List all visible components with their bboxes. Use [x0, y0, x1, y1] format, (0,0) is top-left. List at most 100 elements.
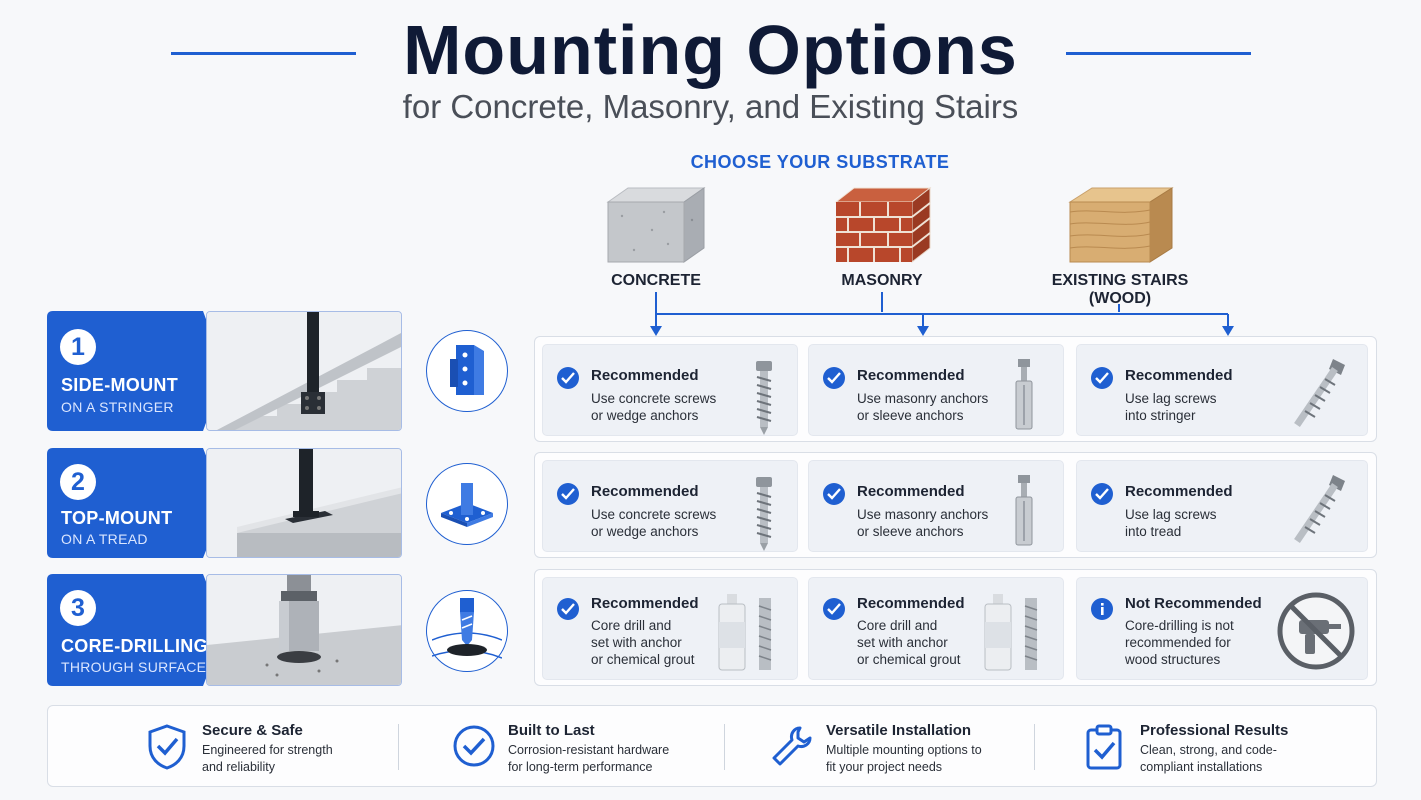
- cell-status: Recommended: [1125, 367, 1233, 384]
- feature-description: Clean, strong, and code-compliant instal…: [1140, 743, 1277, 774]
- grout-tube-icon: [718, 594, 772, 671]
- feature-professional-results: Professional Results Clean, strong, and …: [1084, 706, 1354, 788]
- method-number: 3: [60, 590, 96, 626]
- method-tab-top-mount: 2 TOP-MOUNT ON A TREAD: [47, 448, 225, 558]
- cell-status: Recommended: [591, 483, 699, 500]
- substrate-label-line2: (WOOD): [1088, 290, 1152, 307]
- method-number: 2: [60, 464, 96, 500]
- method-name: SIDE-MOUNT: [61, 375, 178, 395]
- cell-status: Not Recommended: [1125, 595, 1262, 612]
- substrate-label: CONCRETE: [611, 272, 701, 289]
- substrate-wood: EXISTING STAIRS (WOOD): [1030, 186, 1210, 308]
- check-circle-icon: [557, 598, 579, 620]
- feature-divider: [398, 724, 399, 770]
- concrete-screw-icon: [756, 361, 772, 435]
- substrate-label-line1: EXISTING STAIRS: [1051, 272, 1189, 289]
- cell-status: Recommended: [1125, 483, 1233, 500]
- sleeve-anchor-icon: [1015, 359, 1033, 430]
- substrate-heading: CHOOSE YOUR SUBSTRATE: [690, 152, 950, 172]
- header: Mounting Options: [0, 8, 1421, 92]
- check-circle-icon: [557, 483, 579, 505]
- check-circle-icon: [453, 725, 495, 767]
- side-mount-illustration: [206, 311, 402, 431]
- lag-screw-icon: [1294, 475, 1345, 543]
- method-tab-core-drilling: 3 CORE-DRILLING THROUGH SURFACE: [47, 574, 225, 686]
- substrate-masonry: MASONRY: [812, 186, 952, 290]
- core-drill-bit-icon: [426, 590, 508, 672]
- check-circle-icon: [557, 367, 579, 389]
- check-circle-icon: [823, 367, 845, 389]
- info-icon: [1091, 598, 1113, 620]
- wood-block-icon: [1068, 187, 1174, 263]
- page-title: Mounting Options: [403, 11, 1018, 89]
- method-subtitle: THROUGH SURFACE: [61, 659, 207, 675]
- cell-status: Recommended: [591, 367, 699, 384]
- feature-title: Secure & Safe: [202, 722, 303, 739]
- feature-versatile-installation: Versatile Installation Multiple mounting…: [770, 706, 1040, 788]
- top-mount-illustration: [206, 448, 402, 558]
- core-drilling-illustration: [206, 574, 402, 686]
- feature-title: Professional Results: [1140, 722, 1289, 739]
- check-circle-icon: [1091, 367, 1113, 389]
- feature-divider: [1034, 724, 1035, 770]
- side-mount-bracket-icon: [426, 330, 508, 412]
- substrate-label: MASONRY: [841, 272, 923, 289]
- brick-block-icon: [834, 186, 932, 264]
- grout-tube-icon: [984, 594, 1038, 671]
- substrate-concrete: CONCRETE: [586, 186, 726, 290]
- cell-status: Recommended: [857, 483, 965, 500]
- clipboard-check-icon: [1086, 724, 1122, 770]
- lag-screw-icon: [1294, 359, 1345, 427]
- concrete-screw-icon: [756, 477, 772, 551]
- cell-status: Recommended: [591, 595, 699, 612]
- cell-status: Recommended: [857, 367, 965, 384]
- check-circle-icon: [1091, 483, 1113, 505]
- title-rule-right: [1066, 52, 1251, 55]
- sleeve-anchor-icon: [1015, 475, 1033, 546]
- feature-title: Versatile Installation: [826, 722, 972, 739]
- check-circle-icon: [823, 483, 845, 505]
- wrench-icon: [772, 726, 812, 766]
- page-subtitle: for Concrete, Masonry, and Existing Stai…: [402, 88, 1019, 125]
- method-number: 1: [60, 329, 96, 365]
- feature-divider: [724, 724, 725, 770]
- method-subtitle: ON A STRINGER: [61, 399, 174, 415]
- top-mount-plate-icon: [426, 463, 508, 545]
- method-name: CORE-DRILLING: [61, 636, 208, 656]
- no-drill-icon: [1277, 592, 1355, 670]
- shield-icon: [148, 724, 186, 770]
- cell-status: Recommended: [857, 595, 965, 612]
- method-subtitle: ON A TREAD: [61, 531, 148, 547]
- feature-built-to-last: Built to Last Corrosion-resistant hardwa…: [452, 706, 712, 788]
- feature-title: Built to Last: [508, 722, 595, 739]
- title-rule-left: [171, 52, 356, 55]
- method-tab-side-mount: 1 SIDE-MOUNT ON A STRINGER: [47, 311, 225, 431]
